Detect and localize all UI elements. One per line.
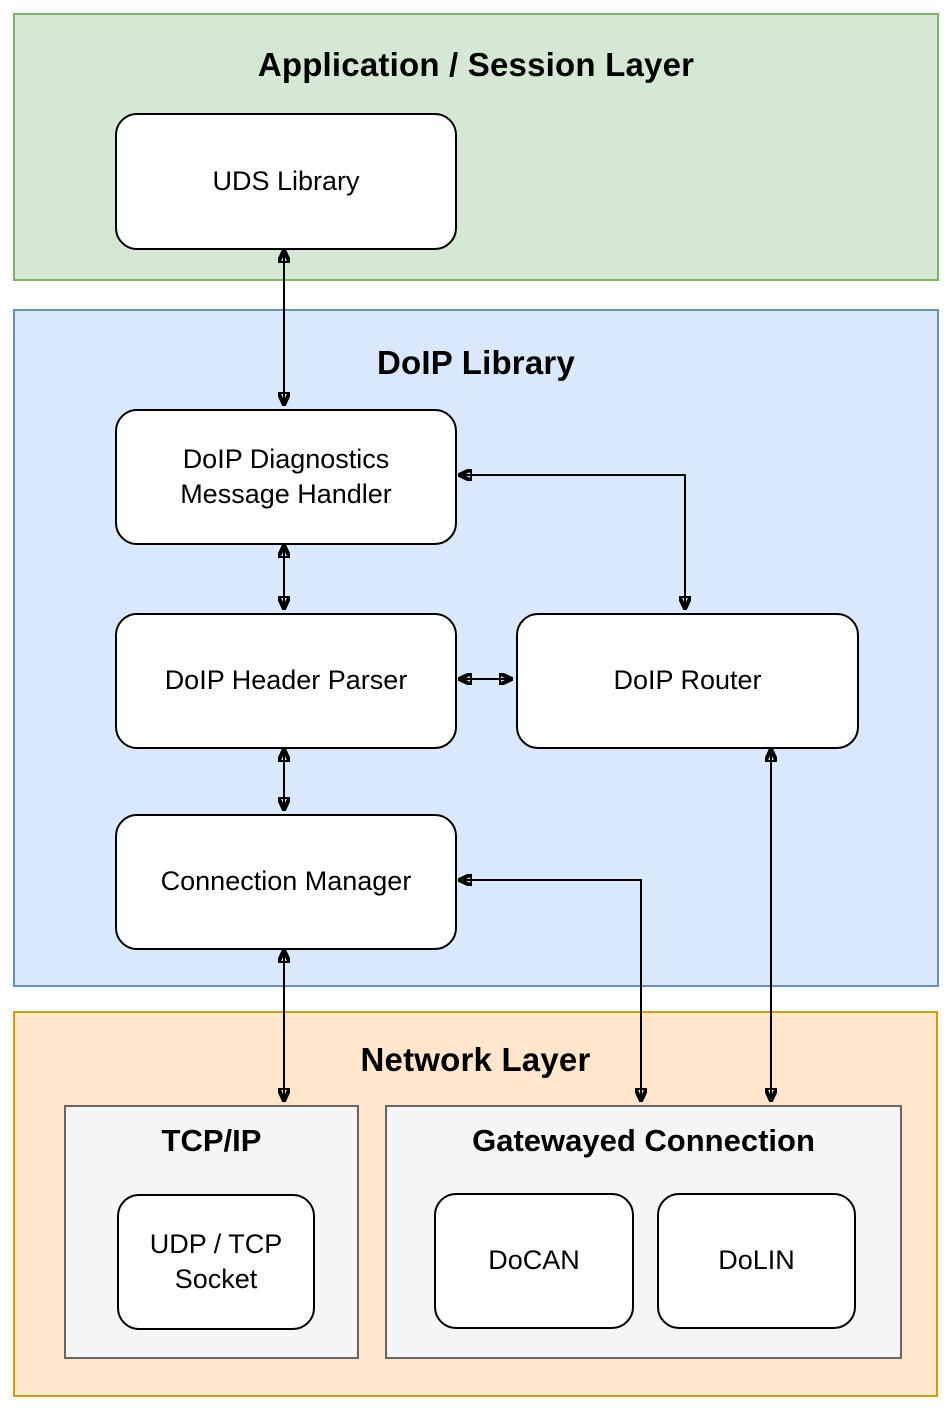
node-connection-manager: Connection Manager bbox=[115, 814, 457, 950]
doip-library-title: DoIP Library bbox=[376, 344, 575, 381]
tcpip-group: TCP/IP UDP / TCP Socket bbox=[64, 1105, 359, 1359]
connection-manager-label: Connection Manager bbox=[160, 866, 412, 897]
network-layer: Network Layer TCP/IP UDP / TCP Socket Ga… bbox=[13, 1011, 938, 1397]
node-uds-library: UDS Library bbox=[115, 113, 457, 250]
node-doip-header-parser: DoIP Header Parser bbox=[115, 613, 457, 749]
uds-library-label: UDS Library bbox=[212, 165, 360, 196]
node-udp-tcp-socket: UDP / TCP Socket bbox=[117, 1194, 315, 1330]
dolin-label: DoLIN bbox=[718, 1245, 795, 1276]
node-dolin: DoLIN bbox=[657, 1193, 856, 1329]
gatewayed-connection-group-title: Gatewayed Connection bbox=[472, 1123, 815, 1158]
docan-label: DoCAN bbox=[488, 1245, 580, 1276]
gatewayed-connection-group: Gatewayed Connection DoCAN DoLIN bbox=[385, 1105, 902, 1359]
tcpip-group-title: TCP/IP bbox=[161, 1123, 262, 1158]
application-session-layer-title: Application / Session Layer bbox=[257, 46, 695, 83]
application-session-layer: Application / Session Layer UDS Library bbox=[13, 13, 939, 281]
network-layer-title: Network Layer bbox=[360, 1041, 591, 1078]
node-doip-router: DoIP Router bbox=[516, 613, 859, 749]
node-docan: DoCAN bbox=[434, 1193, 634, 1329]
doip-diagnostics-message-handler-label: DoIP Diagnostics Message Handler bbox=[180, 443, 392, 509]
doip-library-layer: DoIP Library DoIP Diagnostics Message Ha… bbox=[13, 309, 939, 987]
udp-tcp-socket-label: UDP / TCP Socket bbox=[149, 1228, 283, 1294]
doip-router-label: DoIP Router bbox=[613, 665, 762, 696]
doip-header-parser-label: DoIP Header Parser bbox=[164, 665, 408, 696]
node-doip-diagnostics-message-handler: DoIP Diagnostics Message Handler bbox=[115, 409, 457, 545]
